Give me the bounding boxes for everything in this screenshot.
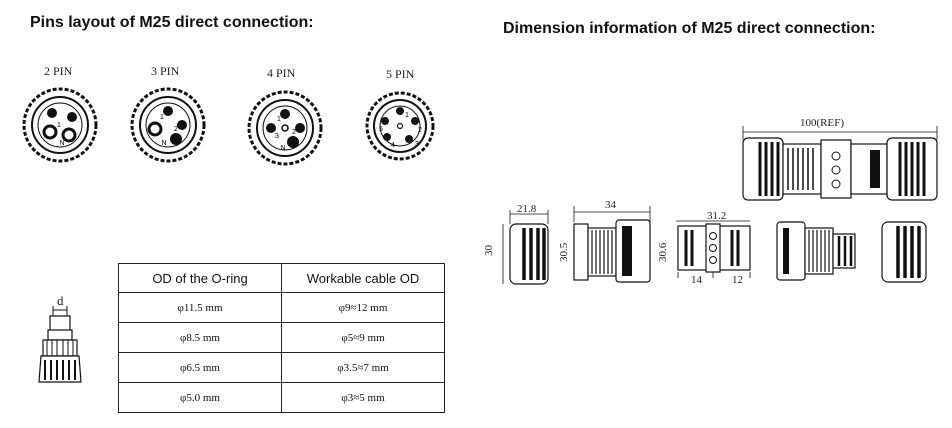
connector-face-4pin: 1 2 3 N [247,90,323,166]
pin-label-2: 2 PIN [44,64,73,78]
pin-label-5: 5 PIN [386,67,415,81]
pin-number: 5 [379,126,383,133]
table-cell: φ5.0 mm [118,382,282,413]
socket-drawing [676,220,751,278]
pin-number: 1 [160,114,164,121]
table-row: φ11.5 mm φ9≈12 mm [118,292,445,323]
connector-face-3pin: 1 2 N [130,87,206,163]
table-cell: φ8.5 mm [118,322,282,353]
pin-number: N [161,140,166,147]
d-dimension-label: d [57,293,64,308]
dimension-heading: Dimension information of M25 direct conn… [503,20,876,37]
pin-label-4: 4 PIN [267,66,296,80]
table-cell: φ9≈12 mm [281,292,445,323]
cap-width-label: 21.8 [517,203,537,215]
pins-layout-heading: Pins layout of M25 direct connection: [30,14,314,31]
pin-number: 1 [57,122,61,129]
pin-number: 1 [405,112,409,119]
table-row: φ5.0 mm φ3≈5 mm [118,382,445,413]
table-cell: φ3≈5 mm [281,382,445,413]
table-cell: φ6.5 mm [118,352,282,383]
socket-right-label: 12 [732,274,743,286]
table-cell: φ5≈9 mm [281,322,445,353]
body-width-label: 34 [605,199,616,211]
pin-number: 4 [391,142,395,149]
connector-face-5pin: 1 2 3 4 5 [365,91,435,161]
pin-label-3: 3 PIN [151,64,180,78]
table-cell: φ11.5 mm [118,292,282,323]
socket-left-label: 14 [691,274,702,286]
pin-number: 2 [292,129,296,136]
table-row: φ6.5 mm φ3.5≈7 mm [118,352,445,383]
pin-number: 2 [174,126,178,133]
table-row: φ8.5 mm φ5≈9 mm [118,322,445,353]
total-length-label: 100(REF) [800,117,844,129]
table-header: Workable cable OD [281,263,445,293]
connector-face-2pin: 1 N [22,87,98,163]
socket-width-label: 31.2 [707,210,727,222]
cap-height-label: 30 [483,245,495,256]
pin-number: N [59,140,64,147]
assembled-connector-drawing [742,126,938,201]
oring-cable-table: OD of the O-ring Workable cable OD φ11.5… [118,263,445,413]
threaded-body-drawing [776,221,856,281]
table-header: OD of the O-ring [118,263,282,293]
pin-number: 2 [418,127,422,134]
table-cell: φ3.5≈7 mm [281,352,445,383]
cap-drawing-2 [881,221,927,283]
pin-number: N [280,145,285,152]
pin-number: 1 [277,116,281,123]
cable-gland-drawing [38,306,82,383]
cap-drawing [502,210,549,285]
table-header-row: OD of the O-ring Workable cable OD [118,263,445,293]
pin-number: 3 [275,133,279,140]
body-drawing [573,206,651,283]
pin-number: 3 [415,141,419,148]
